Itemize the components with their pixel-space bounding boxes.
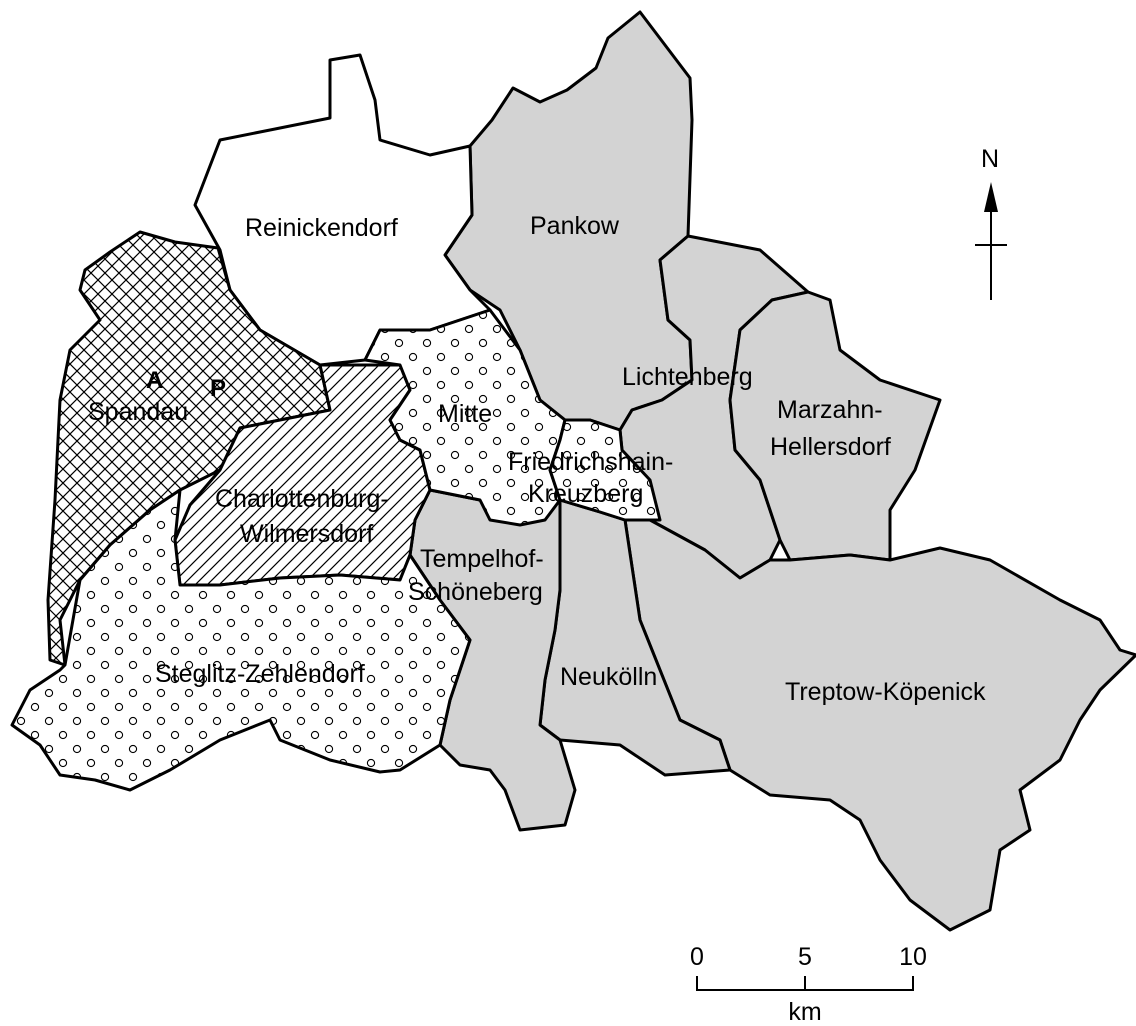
scale-unit: km <box>788 998 821 1026</box>
label-tempelhof-line1: Tempelhof- <box>420 545 544 573</box>
label-lichtenberg: Lichtenberg <box>622 363 753 391</box>
district-mitte <box>363 308 567 527</box>
label-marzahn-line1: Marzahn- <box>777 396 883 424</box>
scale-tick-5: 5 <box>798 943 812 971</box>
label-friedrichshain-line2: Kreuzberg <box>528 480 643 508</box>
label-tempelhof-line2: Schöneberg <box>408 578 543 606</box>
scale-tick-10: 10 <box>899 943 927 971</box>
district-friedrichshain-kreuzberg <box>548 418 662 522</box>
label-reinickendorf: Reinickendorf <box>245 214 398 242</box>
label-treptow-koepenick: Treptow-Köpenick <box>785 678 986 706</box>
marker-a: A <box>146 367 163 394</box>
label-pankow: Pankow <box>530 212 620 240</box>
marker-p: P <box>210 375 226 402</box>
north-arrow: N <box>975 145 1007 300</box>
label-charlottenburg-line2: Wilmersdorf <box>240 520 373 548</box>
scale-tick-0: 0 <box>690 943 704 971</box>
district-treptow-koepenick <box>623 518 1136 932</box>
scale-bar: 0 5 10 km <box>690 943 927 1026</box>
label-marzahn-line2: Hellersdorf <box>770 433 891 461</box>
district-steglitz-zehlendorf <box>10 488 472 792</box>
label-steglitz-zehlendorf: Steglitz-Zehlendorf <box>155 660 365 688</box>
north-arrow-label: N <box>981 145 999 173</box>
north-arrow-head-icon <box>984 182 998 212</box>
label-neukoelln: Neukölln <box>560 663 657 691</box>
label-charlottenburg-line1: Charlottenburg- <box>215 485 389 513</box>
label-spandau: Spandau <box>88 398 188 426</box>
label-mitte: Mitte <box>438 400 492 428</box>
label-friedrichshain-line1: Friedrichshain- <box>508 448 673 476</box>
